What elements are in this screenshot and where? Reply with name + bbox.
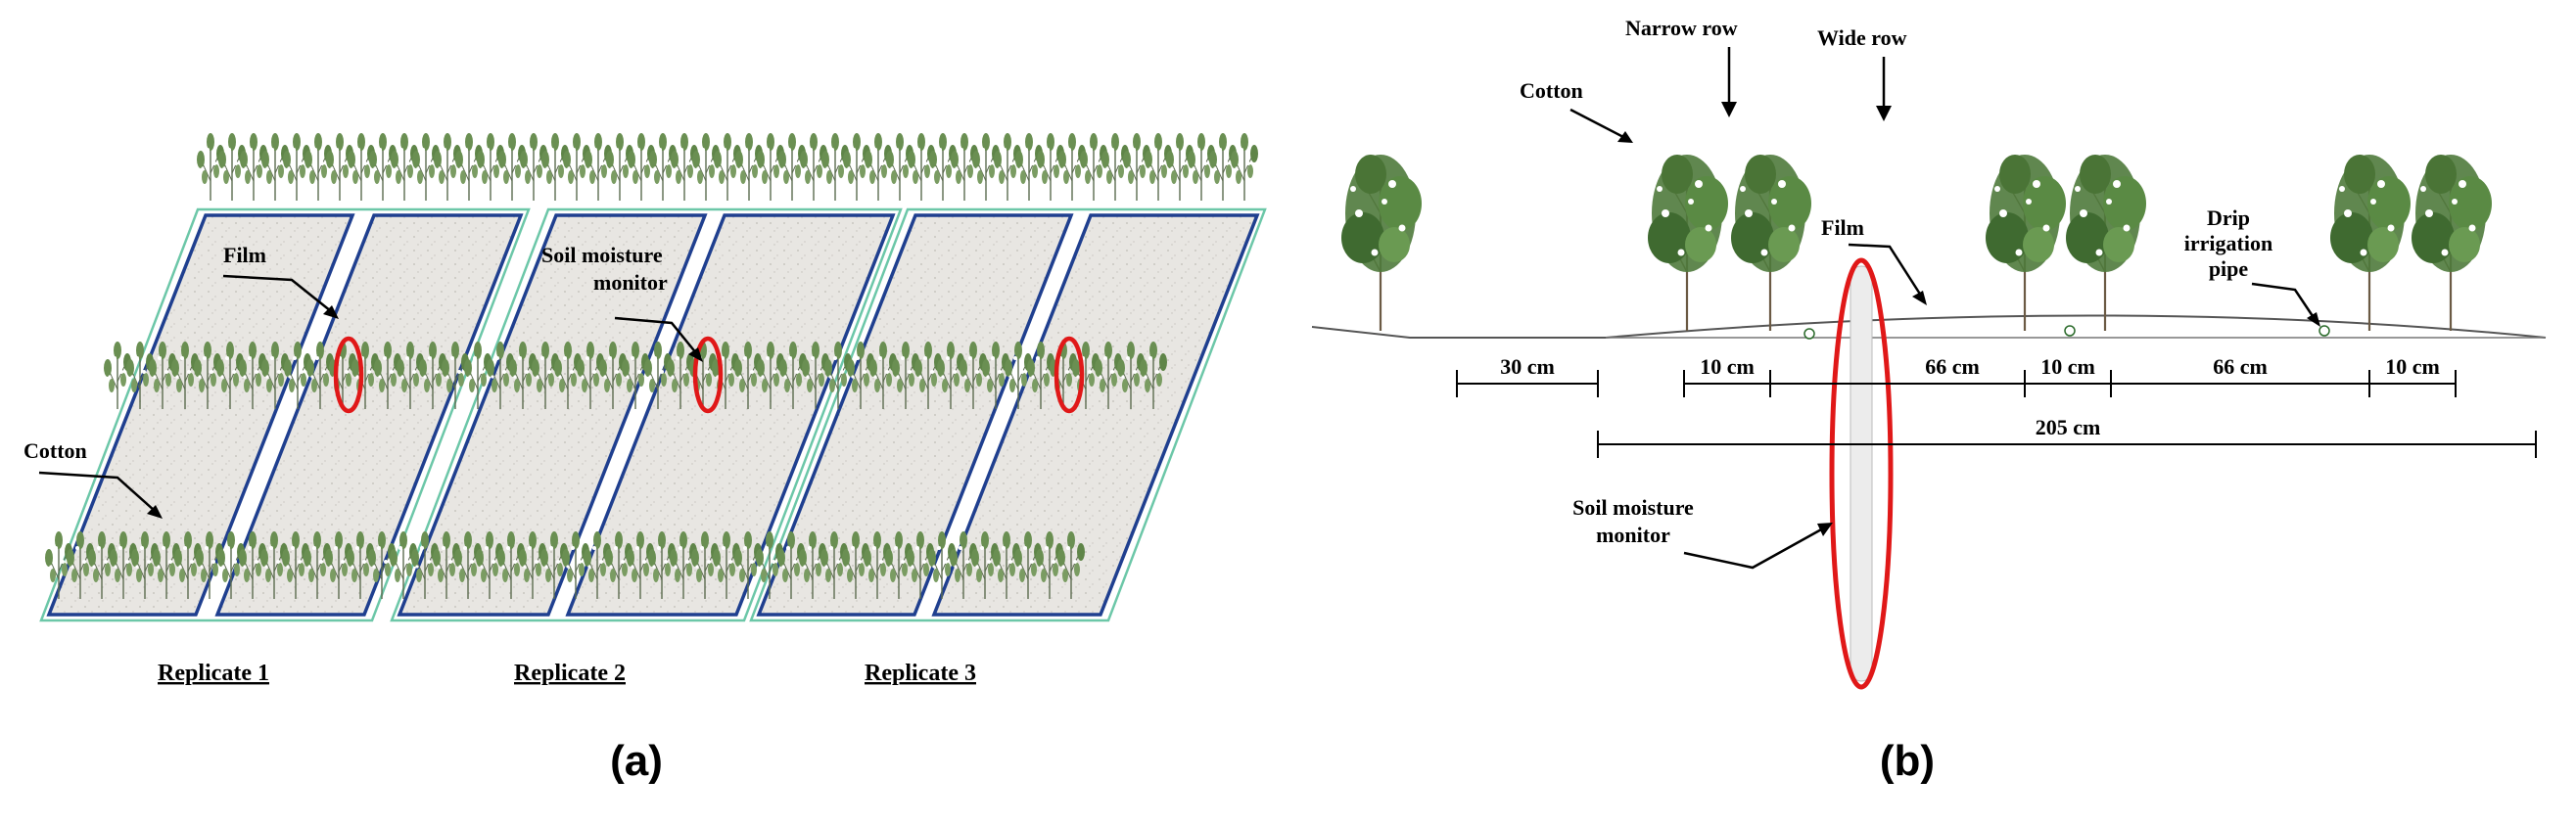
monitor-leader-line-b [1683,527,1824,570]
replicate-plot-outline-3 [749,207,1267,622]
film-arrowhead [323,305,339,319]
drip-label-line3: pipe [2209,256,2249,281]
soil-moisture-monitor-marker-3 [1054,336,1085,414]
cotton-plant-b-5 [2064,153,2148,333]
cotton-plant-b-2 [1646,153,1730,333]
monitor-label-b-line2: monitor [1596,523,1670,547]
monitor-label-b-line1: Soil moisture [1572,495,1694,520]
cotton-arrowhead-a [147,505,163,519]
dimension-10cm-2: 10 cm [2040,354,2095,379]
plots-group [39,207,1267,622]
panel-b: 30 cm 10 cm 66 cm 10 cm 66 cm 10 cm 205 … [1311,16,2547,785]
dimension-205cm: 205 cm [2036,415,2101,439]
soil-moisture-monitor-ring-b [1829,257,1894,690]
soil-moisture-monitor-marker-1 [333,336,364,414]
drip-emitter-1 [1803,328,1815,340]
dimension-66cm-1: 66 cm [1925,354,1980,379]
cotton-plant-b-6 [2328,153,2412,333]
cotton-arrowhead-b [1617,131,1633,143]
wide-row-arrowhead [1876,106,1892,121]
dimension-lines [1456,370,2537,458]
cotton-label-a: Cotton [23,438,87,463]
cotton-plant-b-7 [2410,153,2494,333]
monitor-arrowhead-b [1817,523,1833,536]
ground-and-film-line [1311,314,2547,339]
cotton-plant-a-50 [103,341,132,410]
replicate-2-label: Replicate 2 [514,661,626,686]
soil-moisture-monitor-tube [1850,265,1873,682]
film-strip-3 [397,213,708,617]
monitor-leader-line-a [614,316,698,355]
cotton-leader-line-a [38,471,156,512]
replicate-plot-outline-2 [390,207,903,622]
replicate-3-label: Replicate 3 [865,661,976,686]
film-strip-6 [931,213,1260,617]
cotton-plant-b-4 [1984,153,2068,333]
film-leader-line-b [1848,243,1923,297]
film-label-b: Film [1821,215,1864,240]
soil-moisture-monitor-marker-2 [692,336,724,414]
film-strip-4 [565,213,896,617]
replicate-plot-outline-1 [39,207,531,622]
monitor-arrowhead-a [688,347,703,362]
cotton-plant-b-3 [1729,153,1813,333]
drip-label-line1: Drip [2207,206,2250,230]
monitor-label-a-line1: Soil moisture [541,243,663,267]
cotton-label-b: Cotton [1520,78,1583,103]
replicate-1-label: Replicate 1 [158,661,269,686]
drip-emitter-2 [2064,325,2076,337]
drip-arrowhead [2307,312,2320,327]
panel-a: Film Cotton Soil moisture monitor Replic… [23,132,1267,785]
dimension-66cm-2: 66 cm [2213,354,2268,379]
film-strip-2 [214,213,524,617]
cotton-plant-b-1 [1339,153,1424,333]
film-strip-5 [756,213,1074,617]
film-strip-1 [46,213,355,617]
cotton-leader-line-b [1569,108,1624,139]
dimension-10cm-3: 10 cm [2385,354,2440,379]
dimension-10cm-1: 10 cm [1700,354,1755,379]
narrow-row-label: Narrow row [1625,16,1738,40]
drip-label-line2: irrigation [2184,231,2272,255]
caption-a: (a) [610,737,663,785]
narrow-row-arrowhead [1721,102,1737,117]
cotton-plant-a-49 [1230,132,1259,202]
film-leader-line [222,274,332,312]
monitor-label-a-line2: monitor [593,270,668,295]
film-label: Film [223,243,266,267]
wide-row-label: Wide row [1817,25,1907,50]
caption-b: (b) [1880,737,1935,785]
drip-leader-line [2251,282,2317,320]
dimension-30cm: 30 cm [1500,354,1555,379]
film-arrowhead-b [1912,291,1927,305]
drip-emitter-3 [2318,325,2330,337]
